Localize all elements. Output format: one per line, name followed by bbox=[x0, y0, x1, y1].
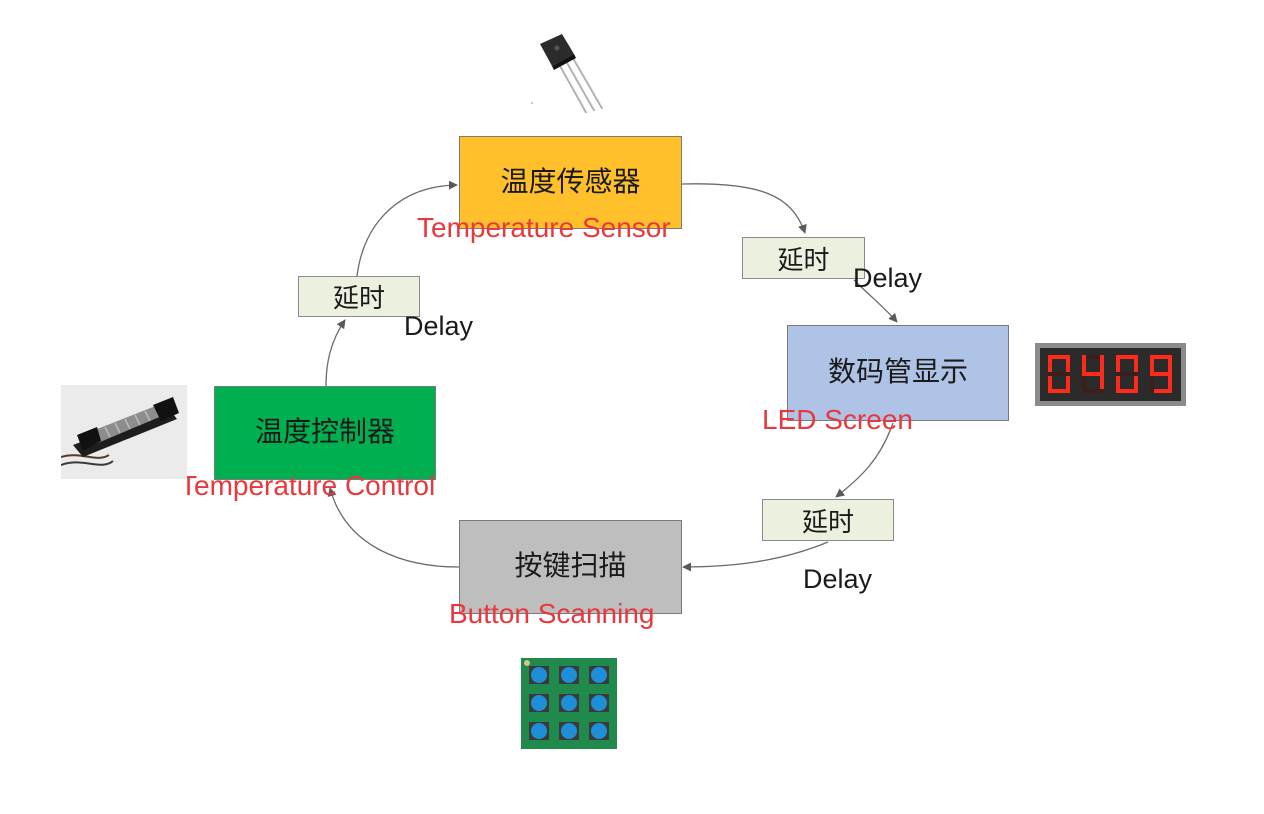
delay-label-2: 延时 bbox=[801, 507, 854, 538]
delay-label-1: 延时 bbox=[777, 245, 830, 276]
segment-d bbox=[1082, 389, 1104, 393]
arrow-buttons-to-control bbox=[327, 487, 460, 568]
heater-element-icon bbox=[61, 385, 187, 479]
segment-c bbox=[1134, 374, 1138, 393]
segment-e bbox=[1116, 374, 1120, 393]
segment-d bbox=[1116, 389, 1138, 393]
segment-g bbox=[1082, 372, 1104, 376]
segment-e bbox=[1082, 374, 1086, 393]
segment-f bbox=[1048, 355, 1052, 374]
delay-box-1: 延时 bbox=[742, 237, 865, 279]
segment-b bbox=[1066, 355, 1070, 374]
sensor-box: 温度传感器 bbox=[459, 136, 682, 229]
segment-g bbox=[1116, 372, 1138, 376]
segment-e bbox=[1150, 374, 1154, 393]
key-cap bbox=[561, 723, 577, 739]
key-cap bbox=[591, 695, 607, 711]
delay-english-2: Delay bbox=[803, 564, 873, 594]
delay-english-3: Delay bbox=[404, 311, 474, 341]
control-english-label: Temperature Control bbox=[180, 470, 436, 501]
arrow-led-to-delay bbox=[835, 422, 894, 498]
segment-d bbox=[1150, 389, 1172, 393]
arrow-delay-to-led bbox=[853, 279, 898, 323]
key-cap bbox=[591, 667, 607, 683]
sensor-label: 温度传感器 bbox=[500, 164, 641, 198]
segment-g bbox=[1150, 372, 1172, 376]
segment-a bbox=[1048, 355, 1070, 359]
segment-f bbox=[1150, 355, 1154, 374]
key-cap bbox=[531, 723, 547, 739]
segment-b bbox=[1100, 355, 1104, 374]
arrow-control-to-delay bbox=[325, 319, 346, 387]
delay-box-3: 延时 bbox=[298, 276, 420, 317]
segment-c bbox=[1066, 374, 1070, 393]
seven-segment-display-icon bbox=[1035, 343, 1186, 406]
led-english-label: LED Screen bbox=[762, 404, 913, 435]
segment-g bbox=[1048, 372, 1070, 376]
buttons-english-label: Button Scanning bbox=[449, 598, 655, 629]
arrow-sensor-to-delay bbox=[681, 183, 807, 234]
segment-e bbox=[1048, 374, 1052, 393]
control-box: 温度控制器 bbox=[214, 386, 436, 480]
sensor-english-label: Temperature Sensor bbox=[417, 212, 671, 243]
segment-b bbox=[1168, 355, 1172, 374]
segment-a bbox=[1150, 355, 1172, 359]
segment-a bbox=[1116, 355, 1138, 359]
delay-label-3: 延时 bbox=[332, 284, 385, 314]
key-cap bbox=[561, 695, 577, 711]
button-keypad-icon bbox=[521, 658, 617, 749]
delay-box-2: 延时 bbox=[762, 499, 894, 541]
key-cap bbox=[531, 667, 547, 683]
segment-a bbox=[1082, 355, 1104, 359]
segment-f bbox=[1116, 355, 1120, 374]
key-cap bbox=[591, 723, 607, 739]
arrow-delay-to-buttons bbox=[682, 541, 829, 572]
key-cap bbox=[561, 667, 577, 683]
key-cap bbox=[531, 695, 547, 711]
led-box: 数码管显示 bbox=[787, 325, 1009, 421]
segment-f bbox=[1082, 355, 1086, 374]
temperature-sensor-icon bbox=[531, 34, 604, 114]
segment-b bbox=[1134, 355, 1138, 374]
buttons-label: 按键扫描 bbox=[514, 549, 627, 582]
control-label: 温度控制器 bbox=[254, 415, 395, 448]
buttons-box: 按键扫描 bbox=[459, 520, 682, 614]
segment-d bbox=[1048, 389, 1070, 393]
segment-c bbox=[1168, 374, 1172, 393]
arrow-delay-to-sensor bbox=[356, 180, 458, 277]
led-label: 数码管显示 bbox=[827, 355, 968, 388]
segment-c bbox=[1100, 374, 1104, 393]
delay-english-1: Delay bbox=[853, 263, 923, 293]
